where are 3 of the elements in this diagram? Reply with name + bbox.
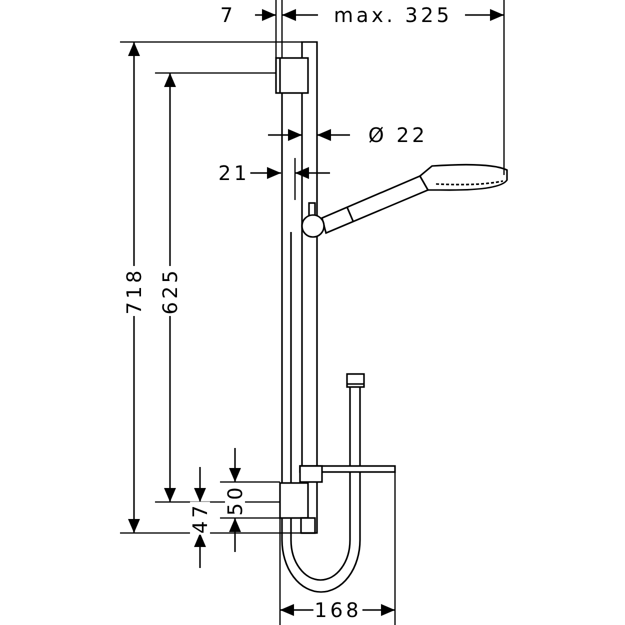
dimension-label: 47	[190, 501, 210, 535]
dimension-label: 168	[313, 600, 363, 620]
dimension-label: 21	[217, 163, 251, 183]
